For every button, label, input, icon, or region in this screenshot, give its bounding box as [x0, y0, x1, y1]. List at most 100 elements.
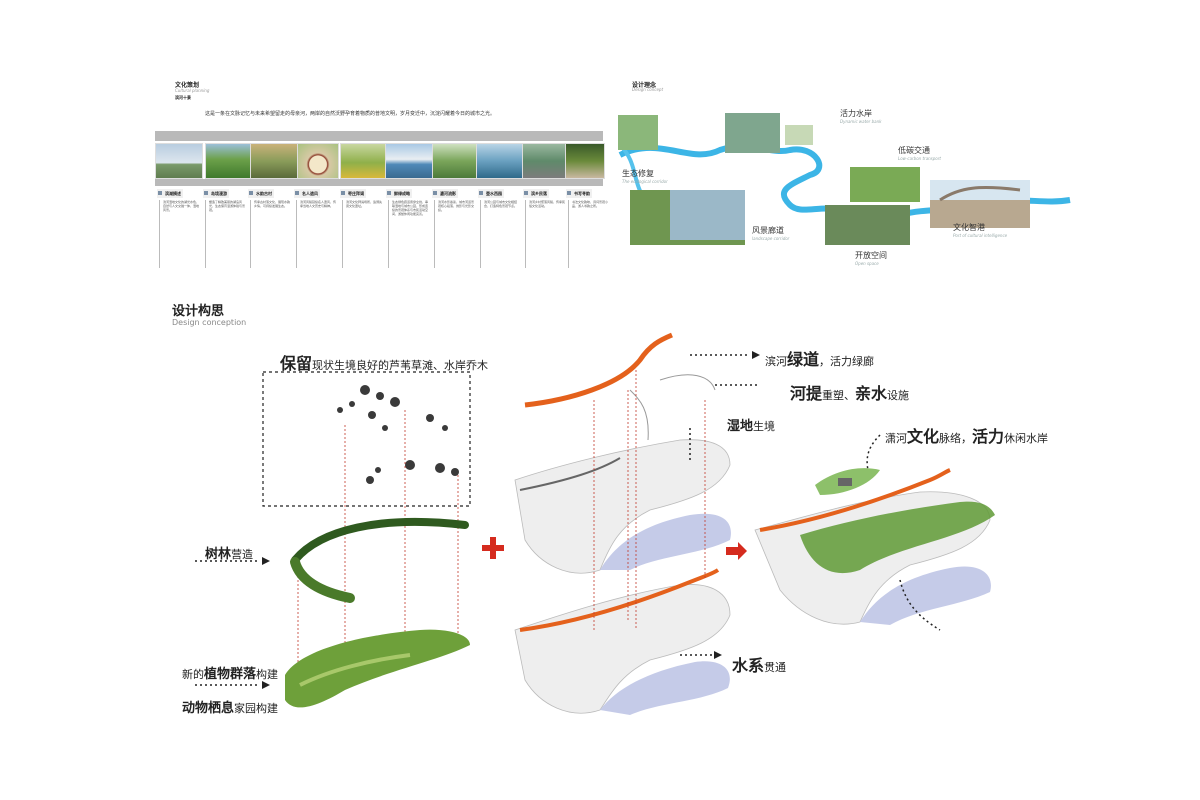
design-diagram	[195, 332, 995, 715]
culture-col-head-label: 枣庄拜谒	[348, 191, 364, 196]
culture-tag: 滨河十景	[175, 95, 191, 100]
forest-arc-lower	[290, 557, 355, 603]
culture-col-body: 滨河文化拜谒场所，追溯先贤文化遗址。	[342, 200, 387, 268]
thumb-6	[385, 143, 433, 179]
anno-wetland: 湿地生境	[727, 419, 776, 434]
mid-arrows	[680, 354, 760, 656]
anno-culture: 潇河文化脉络，活力休闲水岸	[885, 427, 1049, 446]
anno-animal: 动物栖息家园构建	[182, 701, 279, 716]
culture-col-body: 书法文化韵味，诗词景观小品，游人寻韵之所。	[568, 200, 613, 268]
concept-label-ecology: 生态修复 The ecological corridor	[622, 169, 668, 184]
square-bullet-icon	[524, 191, 528, 195]
landform-mid-1	[514, 439, 731, 574]
culture-roof	[939, 185, 1021, 202]
photo-waterbank-2	[785, 125, 813, 145]
forest-arc	[291, 517, 469, 564]
culture-title: 文化策划	[175, 82, 200, 89]
concept-label-culture: 文化智港 Port of cultural intelligence	[953, 223, 1008, 238]
greenway-path-top	[524, 332, 673, 408]
culture-col-body: 滨河公园与城市文化相结合，打造特色景观节点。	[480, 200, 525, 268]
water-mid-2	[600, 661, 730, 715]
greenway-drop-1	[629, 389, 649, 441]
right-arrows	[866, 434, 941, 631]
culture-col-head-label: 滨湖摘述	[165, 191, 181, 196]
square-bullet-icon	[479, 191, 483, 195]
square-bullet-icon	[249, 191, 253, 195]
culture-col-head: 岛境漫游	[203, 189, 229, 198]
thumb-2	[205, 143, 253, 179]
thumb-9	[522, 143, 566, 179]
culture-col-head-label: 滨乡民落	[531, 191, 547, 196]
left-arrows	[195, 560, 260, 686]
photo-waterbank	[725, 113, 780, 153]
guide-lines-mid	[593, 370, 706, 630]
plant-highlight	[299, 653, 411, 687]
culture-col-head-label: 岛境漫游	[211, 191, 227, 196]
culture-col-head-label: 漉河流影	[440, 191, 456, 196]
culture-col-body: 生态绿色廊道贯穿全线，串联湿地与城市公园，形成连续的景观体系与市民活动空间，游憩…	[388, 200, 433, 268]
plus-v	[490, 537, 496, 559]
photo-culture-sky	[930, 180, 1030, 200]
concept-label-waterbank: 活力水岸 Dynamic water bank	[840, 109, 882, 124]
culture-col-head: 枣庄拜谒	[340, 189, 366, 198]
culture-col-body: 滨河水影婆娑，城市河道景观核心段落，倒影与光影交织。	[434, 200, 479, 268]
culture-col-body: 滨河湿地文化的湖光水色，自然与人文交融一体，湿地风景。	[159, 200, 204, 268]
plant-community	[285, 629, 470, 708]
culture-col-head: 壶水西园	[478, 189, 504, 198]
thumb-4	[297, 143, 339, 179]
concept-title: 设计理念	[632, 82, 657, 89]
culture-col-body: 滨河乡村聚落风貌，传承民俗文化活动。	[525, 200, 570, 268]
result-arrow	[726, 542, 747, 560]
culture-col-head-label: 壶水西园	[486, 191, 502, 196]
square-bullet-icon	[295, 191, 299, 195]
thumb-1	[155, 143, 203, 179]
thumb-5	[340, 143, 386, 179]
preserved-trees	[337, 385, 459, 484]
culture-slogan: 这是一条在文脉记忆与未来希望留走的母亲河，两岸的自然沃野孕育着物质的普地文明，岁…	[205, 111, 496, 117]
anno-keep: 保留现状生境良好的芦苇草滩、水岸乔木	[280, 354, 489, 373]
square-bullet-icon	[433, 191, 437, 195]
culture-building	[838, 478, 852, 486]
square-bullet-icon	[387, 191, 391, 195]
photo-ecology	[618, 115, 658, 150]
culture-bar-bottom	[155, 179, 603, 186]
preserve-box	[262, 371, 471, 507]
thumb-10	[565, 143, 605, 179]
arrow-head-greenway	[752, 351, 760, 359]
culture-col-head-label: 书写寻韵	[574, 191, 590, 196]
concept-subtitle: Design concept	[632, 87, 664, 92]
culture-col-head: 漉河流影	[432, 189, 458, 198]
square-bullet-icon	[204, 191, 208, 195]
culture-col-head-label: 鲜绿成略	[394, 191, 410, 196]
culture-col-body: 传承古村落文化，展现水韵乡情，可持续发展生态。	[250, 200, 295, 268]
thumb-8	[476, 143, 524, 179]
anno-plant: 新的植物群落构建	[182, 667, 279, 682]
culture-col-head: 滨湖摘述	[157, 189, 183, 198]
photo-landscape-2	[670, 190, 745, 240]
culture-col-head-label: 名人遗风	[302, 191, 318, 196]
concept-label-transport: 低碳交通 Low-carbon transport	[898, 146, 941, 161]
thumb-3	[250, 143, 298, 179]
culture-col-head: 名人遗风	[294, 189, 320, 198]
anno-greenway: 滨河绿道，活力绿廊	[765, 350, 875, 369]
guide-lines-left	[297, 410, 459, 680]
design-subtitle: Design conception	[172, 318, 247, 327]
culture-col-head: 滨乡民落	[523, 189, 549, 198]
culture-subtitle: Cultural planning	[175, 88, 210, 93]
arrow-head-forest	[262, 557, 270, 565]
square-bullet-icon	[567, 191, 571, 195]
greenway-path-mid	[519, 568, 720, 632]
anno-water: 水系贯通	[732, 656, 787, 675]
square-bullet-icon	[341, 191, 345, 195]
culture-col-head: 水韵古村	[248, 189, 274, 198]
design-title: 设计构思	[172, 304, 225, 319]
culture-col-head: 书写寻韵	[566, 189, 592, 198]
greenway-drop-2	[659, 374, 716, 391]
concept-label-corridor: 风景廊道 landscape corridor	[752, 226, 790, 241]
culture-col-head: 鲜绿成略	[386, 189, 412, 198]
photo-transport	[850, 167, 920, 202]
culture-bar-top	[155, 131, 603, 141]
anno-forest: 树林营造	[205, 547, 254, 562]
anno-dike: 河提重塑、亲水设施	[790, 384, 910, 403]
concept-label-openspace: 开放空间 Open space	[855, 251, 887, 266]
